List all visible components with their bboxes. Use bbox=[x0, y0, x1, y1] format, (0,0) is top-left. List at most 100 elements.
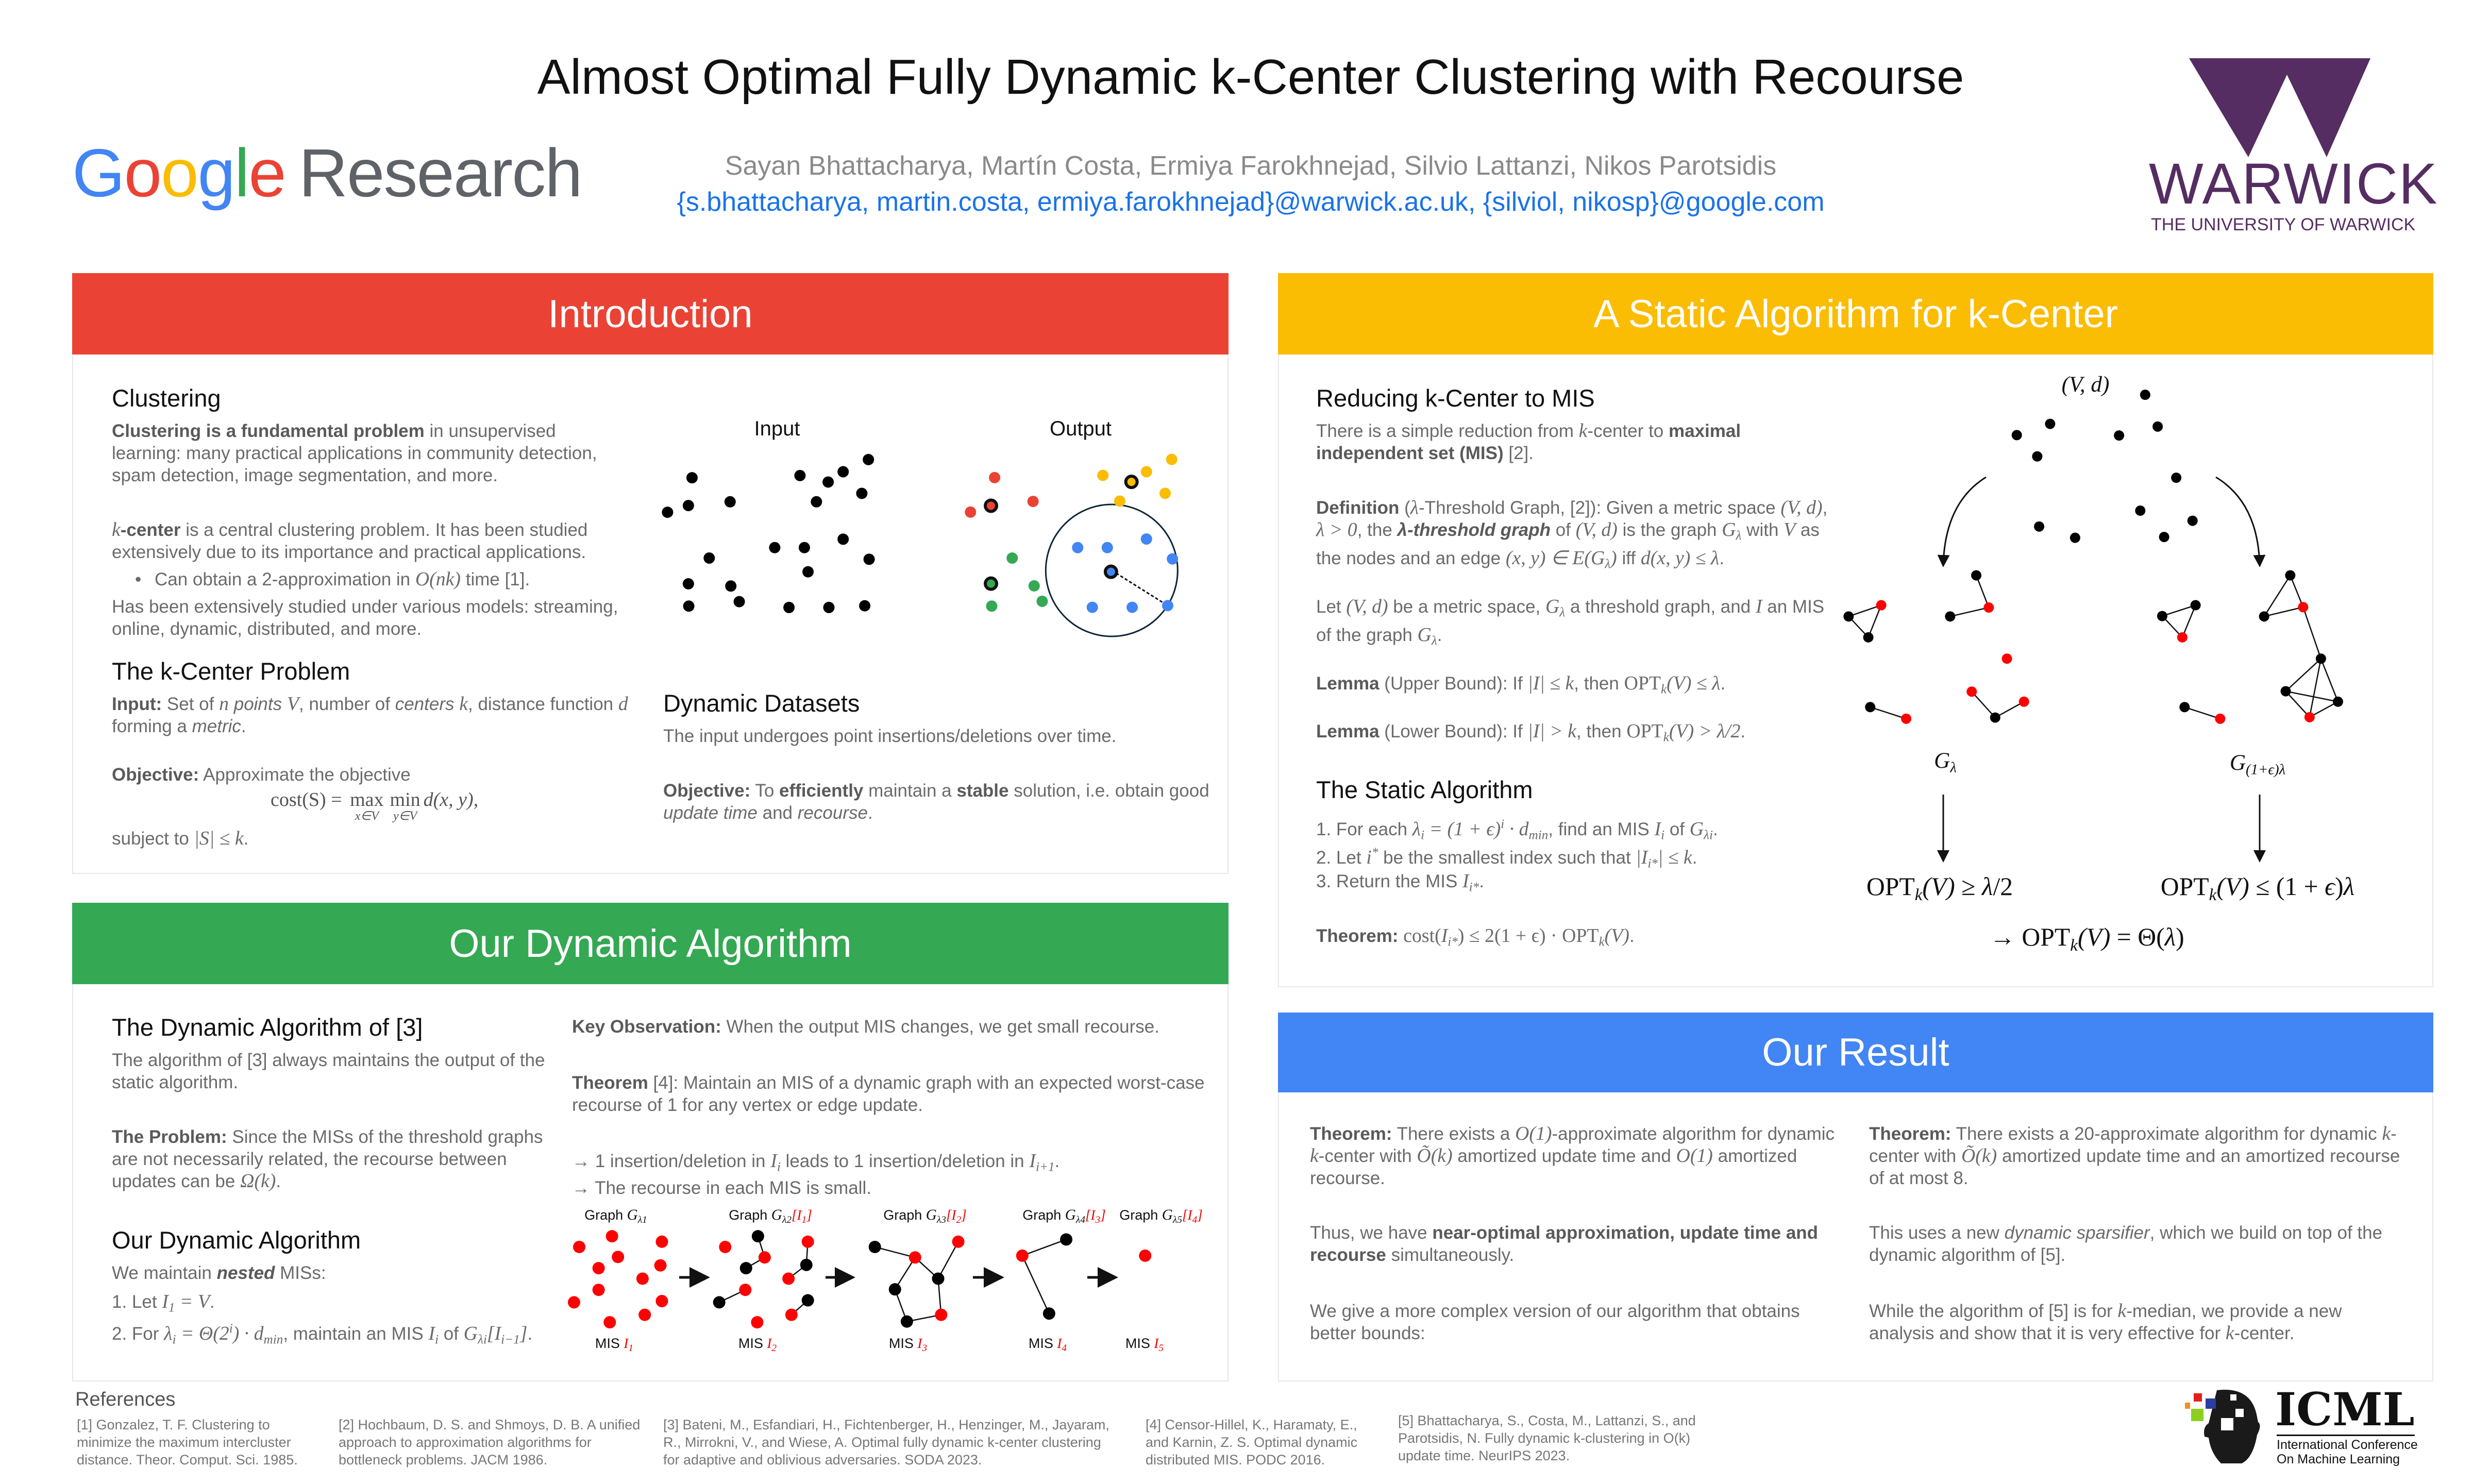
output-figure-label: Output bbox=[1049, 417, 1112, 440]
text-segment: k bbox=[1578, 420, 1588, 442]
text-segment: λ bbox=[164, 1322, 173, 1344]
text-segment: k bbox=[2382, 1123, 2391, 1144]
text-segment: There is a simple reduction from bbox=[1316, 421, 1579, 441]
text-segment: nested bbox=[216, 1263, 275, 1283]
text-segment: ) ≤ 2(1 + ϵ) · OPT bbox=[1457, 925, 1599, 947]
text-segment: i bbox=[435, 1333, 439, 1347]
text-segment: in unsupervised learning: many practical… bbox=[112, 421, 597, 485]
mis-theorem: Theorem [4]: Maintain an MIS of a dynami… bbox=[572, 1072, 1206, 1116]
result-theorem-2: Theorem: There exists a 20-approximate a… bbox=[1869, 1123, 2405, 1189]
text-segment: ≥ bbox=[1955, 872, 1982, 901]
text-segment: λ bbox=[1412, 818, 1421, 840]
text-segment: ϵ bbox=[2325, 872, 2335, 901]
google-letter: o bbox=[161, 135, 198, 211]
text-segment: leads to 1 insertion/deletion in bbox=[780, 1151, 1030, 1171]
text-segment: is the graph bbox=[1617, 520, 1722, 540]
formula-rhs: d(x, y), bbox=[423, 789, 479, 811]
text-segment: We give a more complex version of our al… bbox=[1310, 1301, 1800, 1343]
max-subscript: x∈V bbox=[355, 810, 379, 823]
text-segment: i* bbox=[1448, 935, 1458, 949]
text-segment: k bbox=[1310, 1145, 1319, 1167]
text-segment: ] bbox=[1100, 1207, 1106, 1223]
text-segment: G bbox=[1722, 519, 1736, 541]
text-segment: There exists a 20-approximate algorithm … bbox=[1951, 1124, 2382, 1144]
text-segment: Approximate the objective bbox=[199, 765, 411, 785]
text-segment: k bbox=[2225, 1322, 2234, 1344]
text-segment: I bbox=[1441, 925, 1448, 947]
text-segment: Theorem: bbox=[1310, 1124, 1392, 1144]
text-segment: 2 bbox=[956, 1214, 962, 1225]
text-segment: as the nodes and an edge bbox=[1316, 520, 1820, 568]
text-segment: λ bbox=[1431, 634, 1437, 648]
text-segment: 3. Return the MIS bbox=[1316, 871, 1463, 891]
text-segment: G bbox=[926, 1207, 937, 1223]
text-segment: k bbox=[1914, 885, 1923, 904]
text-segment: -center to bbox=[1587, 421, 1669, 441]
text-segment: G bbox=[1689, 818, 1704, 840]
text-segment: -center with bbox=[1318, 1146, 1417, 1166]
text-segment: dynamic sparsifier bbox=[2004, 1223, 2150, 1243]
text-segment: /2 bbox=[1993, 872, 2013, 901]
dynamic-datasets-text: The input undergoes point insertions/del… bbox=[663, 725, 1209, 747]
text-segment: (Upper Bound): If bbox=[1379, 673, 1528, 694]
nested-mis-text: We maintain nested MISs: bbox=[112, 1262, 560, 1284]
text-segment: While the algorithm of [5] is for bbox=[1869, 1301, 2118, 1321]
text-segment: centers bbox=[395, 694, 460, 714]
text-segment: When the output MIS changes, we get smal… bbox=[721, 1017, 1159, 1037]
text-segment: G bbox=[1545, 596, 1560, 617]
text-segment: i* bbox=[1469, 880, 1479, 895]
author-emails: {s.bhattacharya, martin.costa, ermiya.fa… bbox=[677, 187, 1825, 217]
graph-label-5: Graph Gλ5[I4] bbox=[1119, 1207, 1202, 1226]
text-segment: 1. For each bbox=[1316, 819, 1412, 839]
text-segment: ) bbox=[2176, 923, 2184, 951]
text-segment: 4 bbox=[1192, 1214, 1198, 1225]
bullet-dot: • bbox=[135, 569, 142, 589]
text-segment: = V bbox=[175, 1291, 210, 1312]
text-segment: recourse bbox=[797, 803, 868, 823]
text-segment: Ω(k) bbox=[240, 1170, 276, 1192]
text-segment: [I bbox=[946, 1207, 956, 1223]
text-segment: [I bbox=[1182, 1207, 1192, 1223]
text-segment: ≤ (1 + bbox=[2249, 872, 2325, 901]
text-segment: ] bbox=[519, 1322, 528, 1344]
text-segment: k bbox=[2117, 1300, 2127, 1322]
text-segment: points bbox=[229, 694, 287, 714]
text-segment: . bbox=[867, 803, 873, 823]
text-segment: k bbox=[112, 519, 121, 541]
text-segment: 1 bbox=[801, 1214, 807, 1225]
reduction-paragraph: There is a simple reduction from k-cente… bbox=[1316, 420, 1811, 464]
text-segment: λi bbox=[477, 1333, 487, 1347]
problem-text: The Problem: Since the MISs of the thres… bbox=[112, 1126, 560, 1192]
text-segment: 4 bbox=[1062, 1342, 1067, 1354]
text-segment: . bbox=[241, 716, 246, 736]
text-segment: . bbox=[1719, 548, 1725, 568]
text-segment: ) bbox=[2335, 872, 2344, 901]
reduction-heading: Reducing k-Center to MIS bbox=[1316, 384, 1595, 412]
text-segment: , which we build on top of the dynamic a… bbox=[1869, 1223, 2383, 1265]
text-segment: -median, we provide a new analysis and s… bbox=[1869, 1301, 2342, 1343]
text-segment: . bbox=[276, 1171, 281, 1191]
text-segment: λ bbox=[1736, 529, 1742, 543]
text-segment: k bbox=[1599, 935, 1605, 949]
text-segment: amortized update time and bbox=[1452, 1146, 1676, 1166]
text-segment: 1 bbox=[168, 1301, 175, 1315]
our-result-header: Our Result bbox=[1278, 1013, 2433, 1092]
text-segment: min bbox=[1528, 828, 1549, 842]
dynamic-datasets-heading: Dynamic Datasets bbox=[663, 689, 860, 717]
text-segment: MIS bbox=[1028, 1336, 1057, 1351]
icml-divider bbox=[2277, 1435, 2415, 1436]
text-segment: I bbox=[162, 1291, 169, 1312]
text-segment: maintain a bbox=[863, 781, 957, 801]
text-segment: i bbox=[172, 1333, 176, 1347]
text-segment: Graph bbox=[883, 1207, 926, 1223]
text-segment: λ4 bbox=[1075, 1214, 1086, 1225]
authors: Sayan Bhattacharya, Martín Costa, Ermiya… bbox=[725, 151, 1777, 181]
max-label: max bbox=[350, 789, 384, 811]
text-segment: . bbox=[1692, 847, 1697, 868]
poster-title: Almost Optimal Fully Dynamic k-Center Cl… bbox=[537, 49, 1964, 105]
text-segment: (x, y) ∈ E(G bbox=[1505, 547, 1605, 569]
text-segment: of bbox=[1551, 520, 1576, 540]
text-segment: OPT bbox=[1866, 872, 1915, 901]
recourse-consequence: → The recourse in each MIS is small. bbox=[572, 1177, 1216, 1199]
text-segment: I bbox=[770, 1150, 777, 1172]
